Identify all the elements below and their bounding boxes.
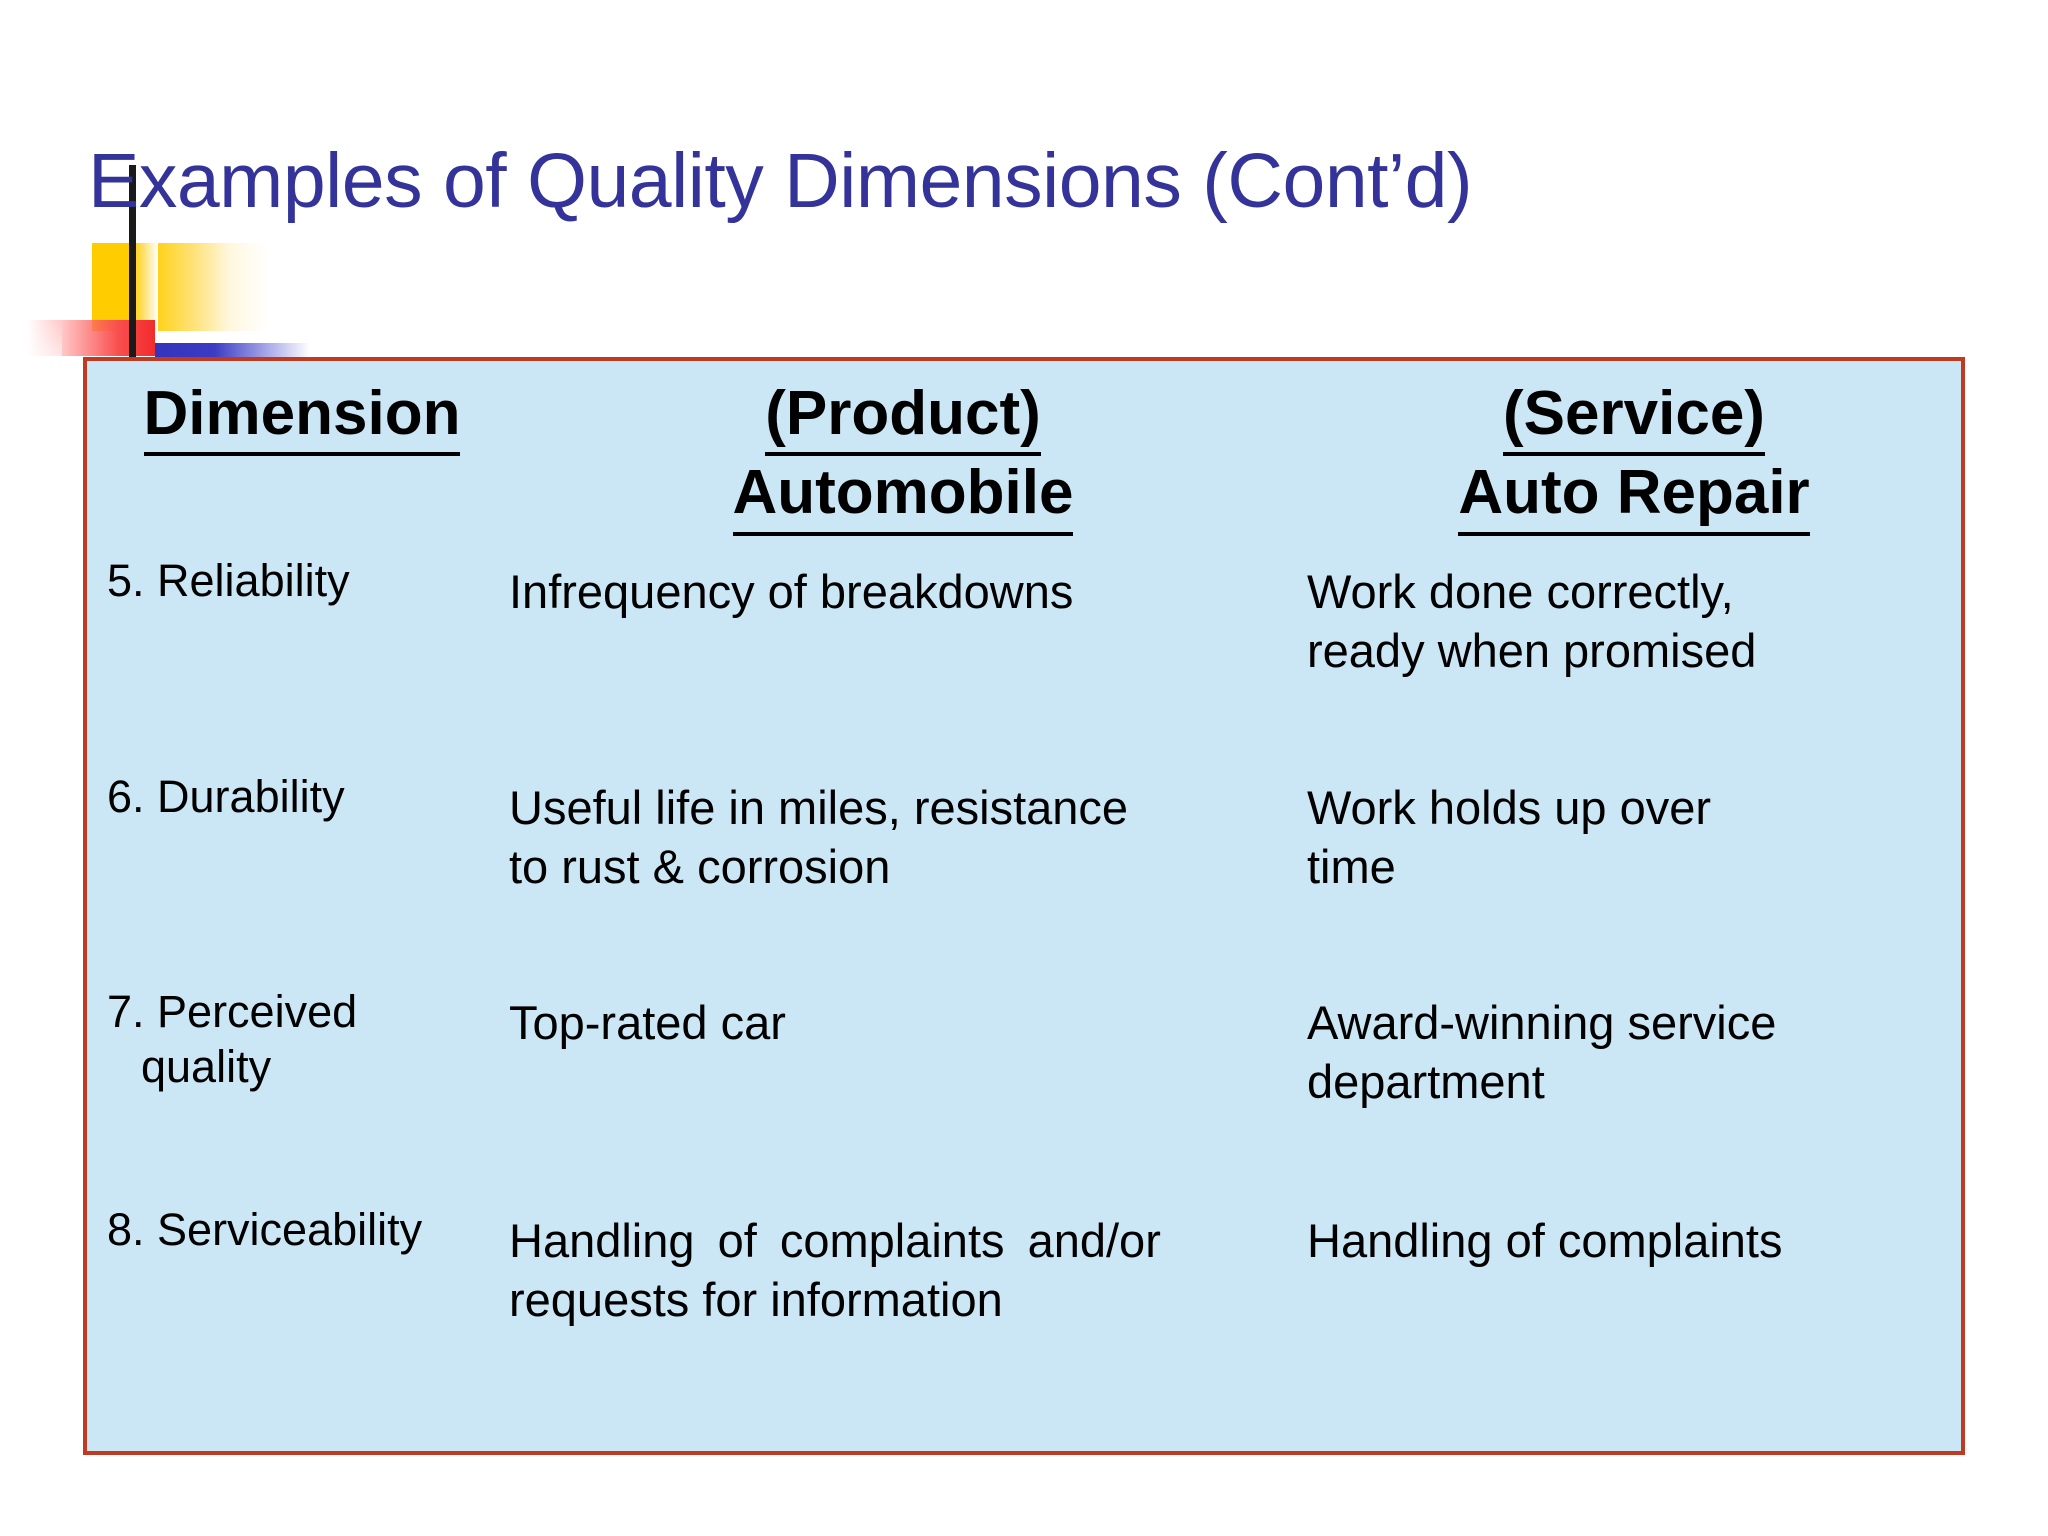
product-line-1: Handling of complaints and/or: [509, 1214, 1161, 1268]
cell-product: Infrequency of breakdowns: [497, 536, 1297, 680]
row-spacer: [87, 897, 1961, 967]
dimension-line-1: 7. Perceived: [107, 985, 358, 1037]
black-vertical-line-decoration: [129, 165, 136, 361]
cell-dimension: 5. Reliability: [87, 536, 497, 680]
header-cell-product: (Product) Automobile: [497, 361, 1297, 536]
cell-service: Award-winning service department: [1297, 967, 1961, 1111]
table-row: 6. Durability Useful life in miles, resi…: [87, 752, 1961, 896]
row-spacer: [87, 1111, 1961, 1185]
dimension-line-1: 6. Durability: [107, 771, 345, 823]
content-panel: Dimension (Product) Automobile (Service)…: [83, 357, 1965, 1455]
cell-service: Work holds up over time: [1297, 752, 1961, 896]
header-cell-dimension: Dimension: [87, 361, 497, 536]
dimension-line-1: 5. Reliability: [107, 554, 350, 606]
product-line-1: Top-rated car: [509, 995, 786, 1049]
cell-product: Top-rated car: [497, 967, 1297, 1111]
product-line-2: requests for information: [509, 1273, 1003, 1327]
quality-dimensions-table: Dimension (Product) Automobile (Service)…: [87, 361, 1961, 1330]
table-row: 7. Perceived quality Top-rated car Award…: [87, 967, 1961, 1111]
product-line-1: Useful life in miles, resistance: [509, 781, 1129, 835]
cell-product: Useful life in miles, resistance to rust…: [497, 752, 1297, 896]
product-line-1: Infrequency of breakdowns: [509, 564, 1074, 618]
service-line-2: ready when promised: [1307, 624, 1757, 677]
cell-service: Handling of complaints: [1297, 1185, 1961, 1329]
cell-dimension: 8. Serviceability: [87, 1185, 497, 1329]
yellow-gradient-decoration: [158, 243, 268, 331]
header-label-automobile: Automobile: [732, 456, 1074, 536]
service-line-1: Work holds up over: [1307, 781, 1712, 835]
service-line-1: Work done correctly,: [1307, 564, 1734, 618]
table-row: 5. Reliability Infrequency of breakdowns…: [87, 536, 1961, 680]
service-line-1: Handling of complaints: [1307, 1214, 1783, 1268]
dimension-line-2: quality: [141, 1040, 272, 1092]
header-label-product: (Product): [765, 377, 1041, 457]
table-header-row: Dimension (Product) Automobile (Service)…: [87, 361, 1961, 536]
cell-dimension: 7. Perceived quality: [87, 967, 497, 1111]
red-fade-overlay-decoration: [27, 320, 62, 356]
row-spacer: [87, 680, 1961, 752]
slide-decoration: [0, 0, 420, 400]
cell-product: Handling of complaints and/or requests f…: [497, 1185, 1297, 1329]
slide-title: Examples of Quality Dimensions (Cont’d): [88, 138, 1473, 224]
service-line-2: department: [1307, 1054, 1545, 1108]
cell-service: Work done correctly, ready when promised: [1297, 536, 1961, 680]
header-cell-service: (Service) Auto Repair: [1297, 361, 1961, 536]
table-row: 8. Serviceability Handling of complaints…: [87, 1185, 1961, 1329]
product-line-2: to rust & corrosion: [509, 840, 891, 894]
cell-dimension: 6. Durability: [87, 752, 497, 896]
header-label-dimension: Dimension: [143, 377, 461, 457]
service-line-2: time: [1307, 840, 1396, 894]
blue-gradient-bar-decoration: [155, 343, 310, 360]
service-line-1: Award-winning service: [1307, 995, 1777, 1049]
yellow-square-decoration: [92, 243, 158, 331]
header-label-service: (Service): [1503, 377, 1765, 457]
dimension-line-1: 8. Serviceability: [107, 1204, 423, 1256]
header-label-auto-repair: Auto Repair: [1458, 456, 1810, 536]
